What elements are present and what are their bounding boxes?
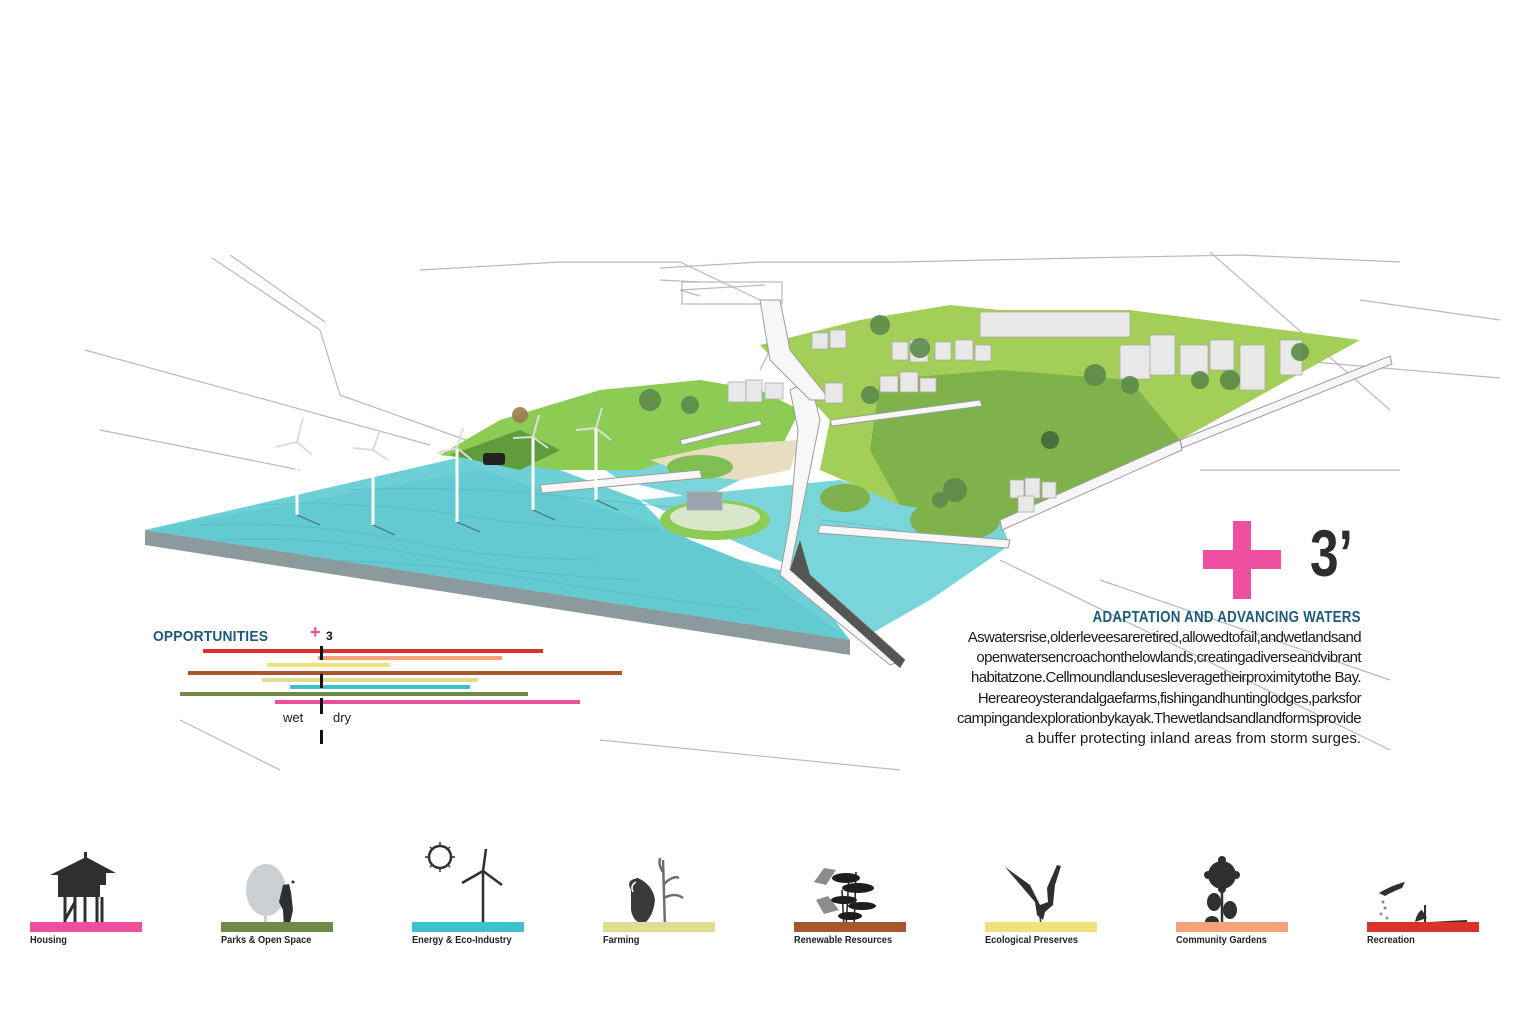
legend-label: Community Gardens [1176,934,1267,946]
dry-label: dry [333,710,352,725]
legend-item-energy: Energy & Eco-Industry [412,840,524,950]
opportunity-bar [267,663,390,667]
legend-item-parks: Parks & Open Space [221,840,333,950]
stilt-house-icon [50,852,116,928]
wet-dry-divider [320,730,323,744]
description-line: campingandexplorationbykayak.Thewetlands… [956,709,1362,727]
legend-color-bar [30,922,142,932]
wet-dry-divider [320,674,323,688]
wind-turbines [275,407,619,536]
heron-icon [1005,865,1061,929]
trees [512,315,1309,508]
opportunity-bar [262,678,478,682]
corn-squash-icon [629,857,684,929]
adaptation-description: Aswatersrise,olderleveesareretired,allow… [901,628,1362,749]
legend-item-gardens: Community Gardens [1176,840,1288,950]
legend-color-bar [221,922,333,932]
sea-level-marker-value: 3 [326,629,333,643]
description-line: Hereareoysterandalgaefarms,fishingandhun… [977,689,1362,707]
big-plus-symbol [1203,521,1281,599]
adaptation-title: ADAPTATION AND ADVANCING WATERS [1092,609,1361,626]
legend-label: Parks & Open Space [221,934,312,946]
sun-wind-turbine-icon [425,842,503,929]
opportunity-bar [203,649,543,653]
kayak-fish-icon [1367,882,1467,932]
legend-item-renewable: Renewable Resources [794,840,906,950]
description-line: a buffer protecting inland areas from st… [1025,730,1361,748]
legend-color-bar [603,922,715,932]
legend-color-bar [985,922,1097,932]
legend-label: Ecological Preserves [985,934,1078,946]
legend-item-ecological: Ecological Preserves [985,840,1097,950]
tree-person-icon [246,864,295,928]
wet-label: wet [283,710,304,725]
legend-label: Housing [30,934,67,946]
legend-color-bar [1176,922,1288,932]
opportunity-bar [275,700,580,704]
legend-color-bar [1367,922,1479,932]
sea-level-rise-value: 3’ [1310,516,1353,590]
legend-label: Farming [603,934,640,946]
legend-item-housing: Housing [30,840,142,950]
legend-label: Renewable Resources [794,934,893,946]
legend-label: Energy & Eco-Industry [412,934,512,946]
opportunity-bar [290,685,470,689]
island-east [910,498,1000,542]
aerial-landscape-illustration [84,251,1501,771]
opportunity-bar [180,692,528,696]
description-line: habitatzone.Cellmoundlandusesleveragethe… [970,669,1362,687]
opportunity-bar [318,656,502,660]
legend-item-farming: Farming [603,840,715,950]
sunflower-icon [1204,856,1240,928]
recycle-bamboo-icon [814,868,876,929]
opportunities-title: OPPORTUNITIES [153,628,269,645]
bay-water-slab-side [145,530,850,655]
description-line: Aswatersrise,olderleveesareretired,allow… [967,629,1362,646]
legend-label: Recreation [1367,934,1415,946]
legend-item-recreation: Recreation [1367,840,1479,950]
pink-plus-icon: + [310,622,321,642]
legend-color-bar [412,922,524,932]
wet-dry-divider [320,646,323,660]
opportunity-bar [188,671,622,675]
levees [539,299,1393,666]
legend-color-bar [794,922,906,932]
description-line: openwatersencroachonthelowlands,creating… [976,649,1361,667]
tractor-silhouette [483,453,505,465]
wet-dry-divider [320,698,323,714]
